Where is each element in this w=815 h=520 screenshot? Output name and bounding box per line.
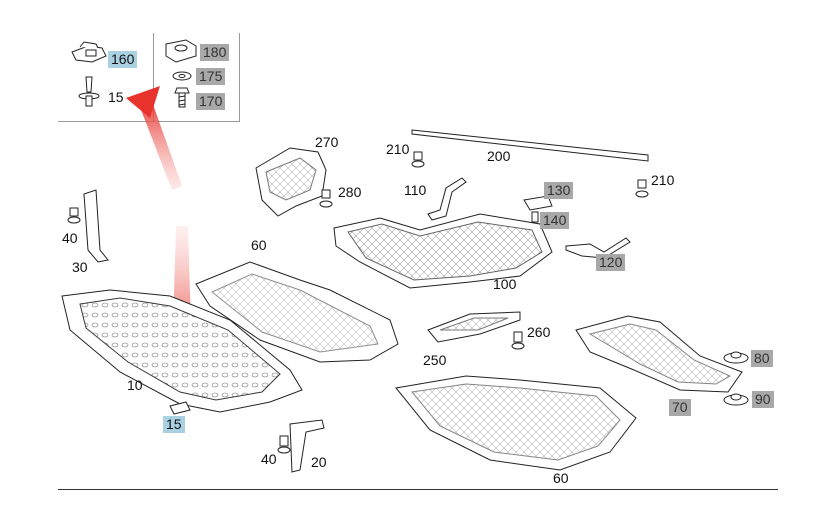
label-part-70[interactable]: 70 [669,399,691,416]
arrow-icon [126,86,182,190]
part-20-shape [289,419,325,473]
label-part-175[interactable]: 175 [196,68,226,85]
label-part-30[interactable]: 30 [72,259,88,275]
nut-icon [165,39,197,63]
label-part-250[interactable]: 250 [423,352,447,368]
bolt-icon [67,207,81,224]
clip-icon [723,351,749,364]
label-part-90[interactable]: 90 [752,391,774,408]
clip-icon [169,401,191,415]
bolt-icon [174,87,190,108]
clip-icon [723,393,749,406]
part-110-shape [427,177,467,221]
label-part-280[interactable]: 280 [338,184,362,200]
label-part-130[interactable]: 130 [544,182,574,199]
label-part-20[interactable]: 20 [311,454,327,470]
part-100-shape [333,213,553,289]
label-part-210-right[interactable]: 210 [651,172,675,188]
bolt-icon [531,211,539,223]
label-part-160[interactable]: 160 [108,51,138,68]
bolt-icon [277,435,291,454]
label-part-120[interactable]: 120 [596,254,626,271]
bolt-icon [635,179,649,198]
label-part-210-left[interactable]: 210 [386,141,410,157]
bolt-icon [411,151,425,168]
label-part-140[interactable]: 140 [540,212,570,229]
label-part-15-inset[interactable]: 15 [108,89,124,105]
label-part-40-left[interactable]: 40 [62,230,78,246]
washer-icon [172,71,192,81]
label-part-100[interactable]: 100 [493,276,517,292]
part-250-shape [427,311,521,343]
label-part-270[interactable]: 270 [315,134,339,150]
bottom-divider [58,489,778,490]
label-part-170[interactable]: 170 [196,93,226,110]
clip-icon [71,41,107,63]
label-part-60-upper[interactable]: 60 [251,237,267,253]
label-part-200[interactable]: 200 [487,148,511,164]
label-part-260[interactable]: 260 [527,324,551,340]
part-120-shape [565,237,631,259]
label-part-10[interactable]: 10 [127,377,143,393]
label-part-15[interactable]: 15 [163,416,185,433]
inset-divider [153,33,154,122]
part-60-upper-shape [195,261,399,363]
label-part-180[interactable]: 180 [200,44,230,61]
part-30-shape [83,189,109,263]
label-part-60-lower[interactable]: 60 [553,470,569,486]
label-part-80[interactable]: 80 [751,350,773,367]
part-10-shape [61,289,303,413]
bolt-icon [511,331,525,350]
bolt-icon [78,76,100,107]
bolt-icon [319,189,333,208]
label-part-110[interactable]: 110 [404,182,427,198]
part-60-lower-shape [395,375,637,471]
part-70-shape [575,315,743,393]
part-270-shape [255,147,327,217]
label-part-40-lower[interactable]: 40 [261,451,277,467]
part-130-shape [523,195,553,211]
part-200-shape [411,129,649,162]
